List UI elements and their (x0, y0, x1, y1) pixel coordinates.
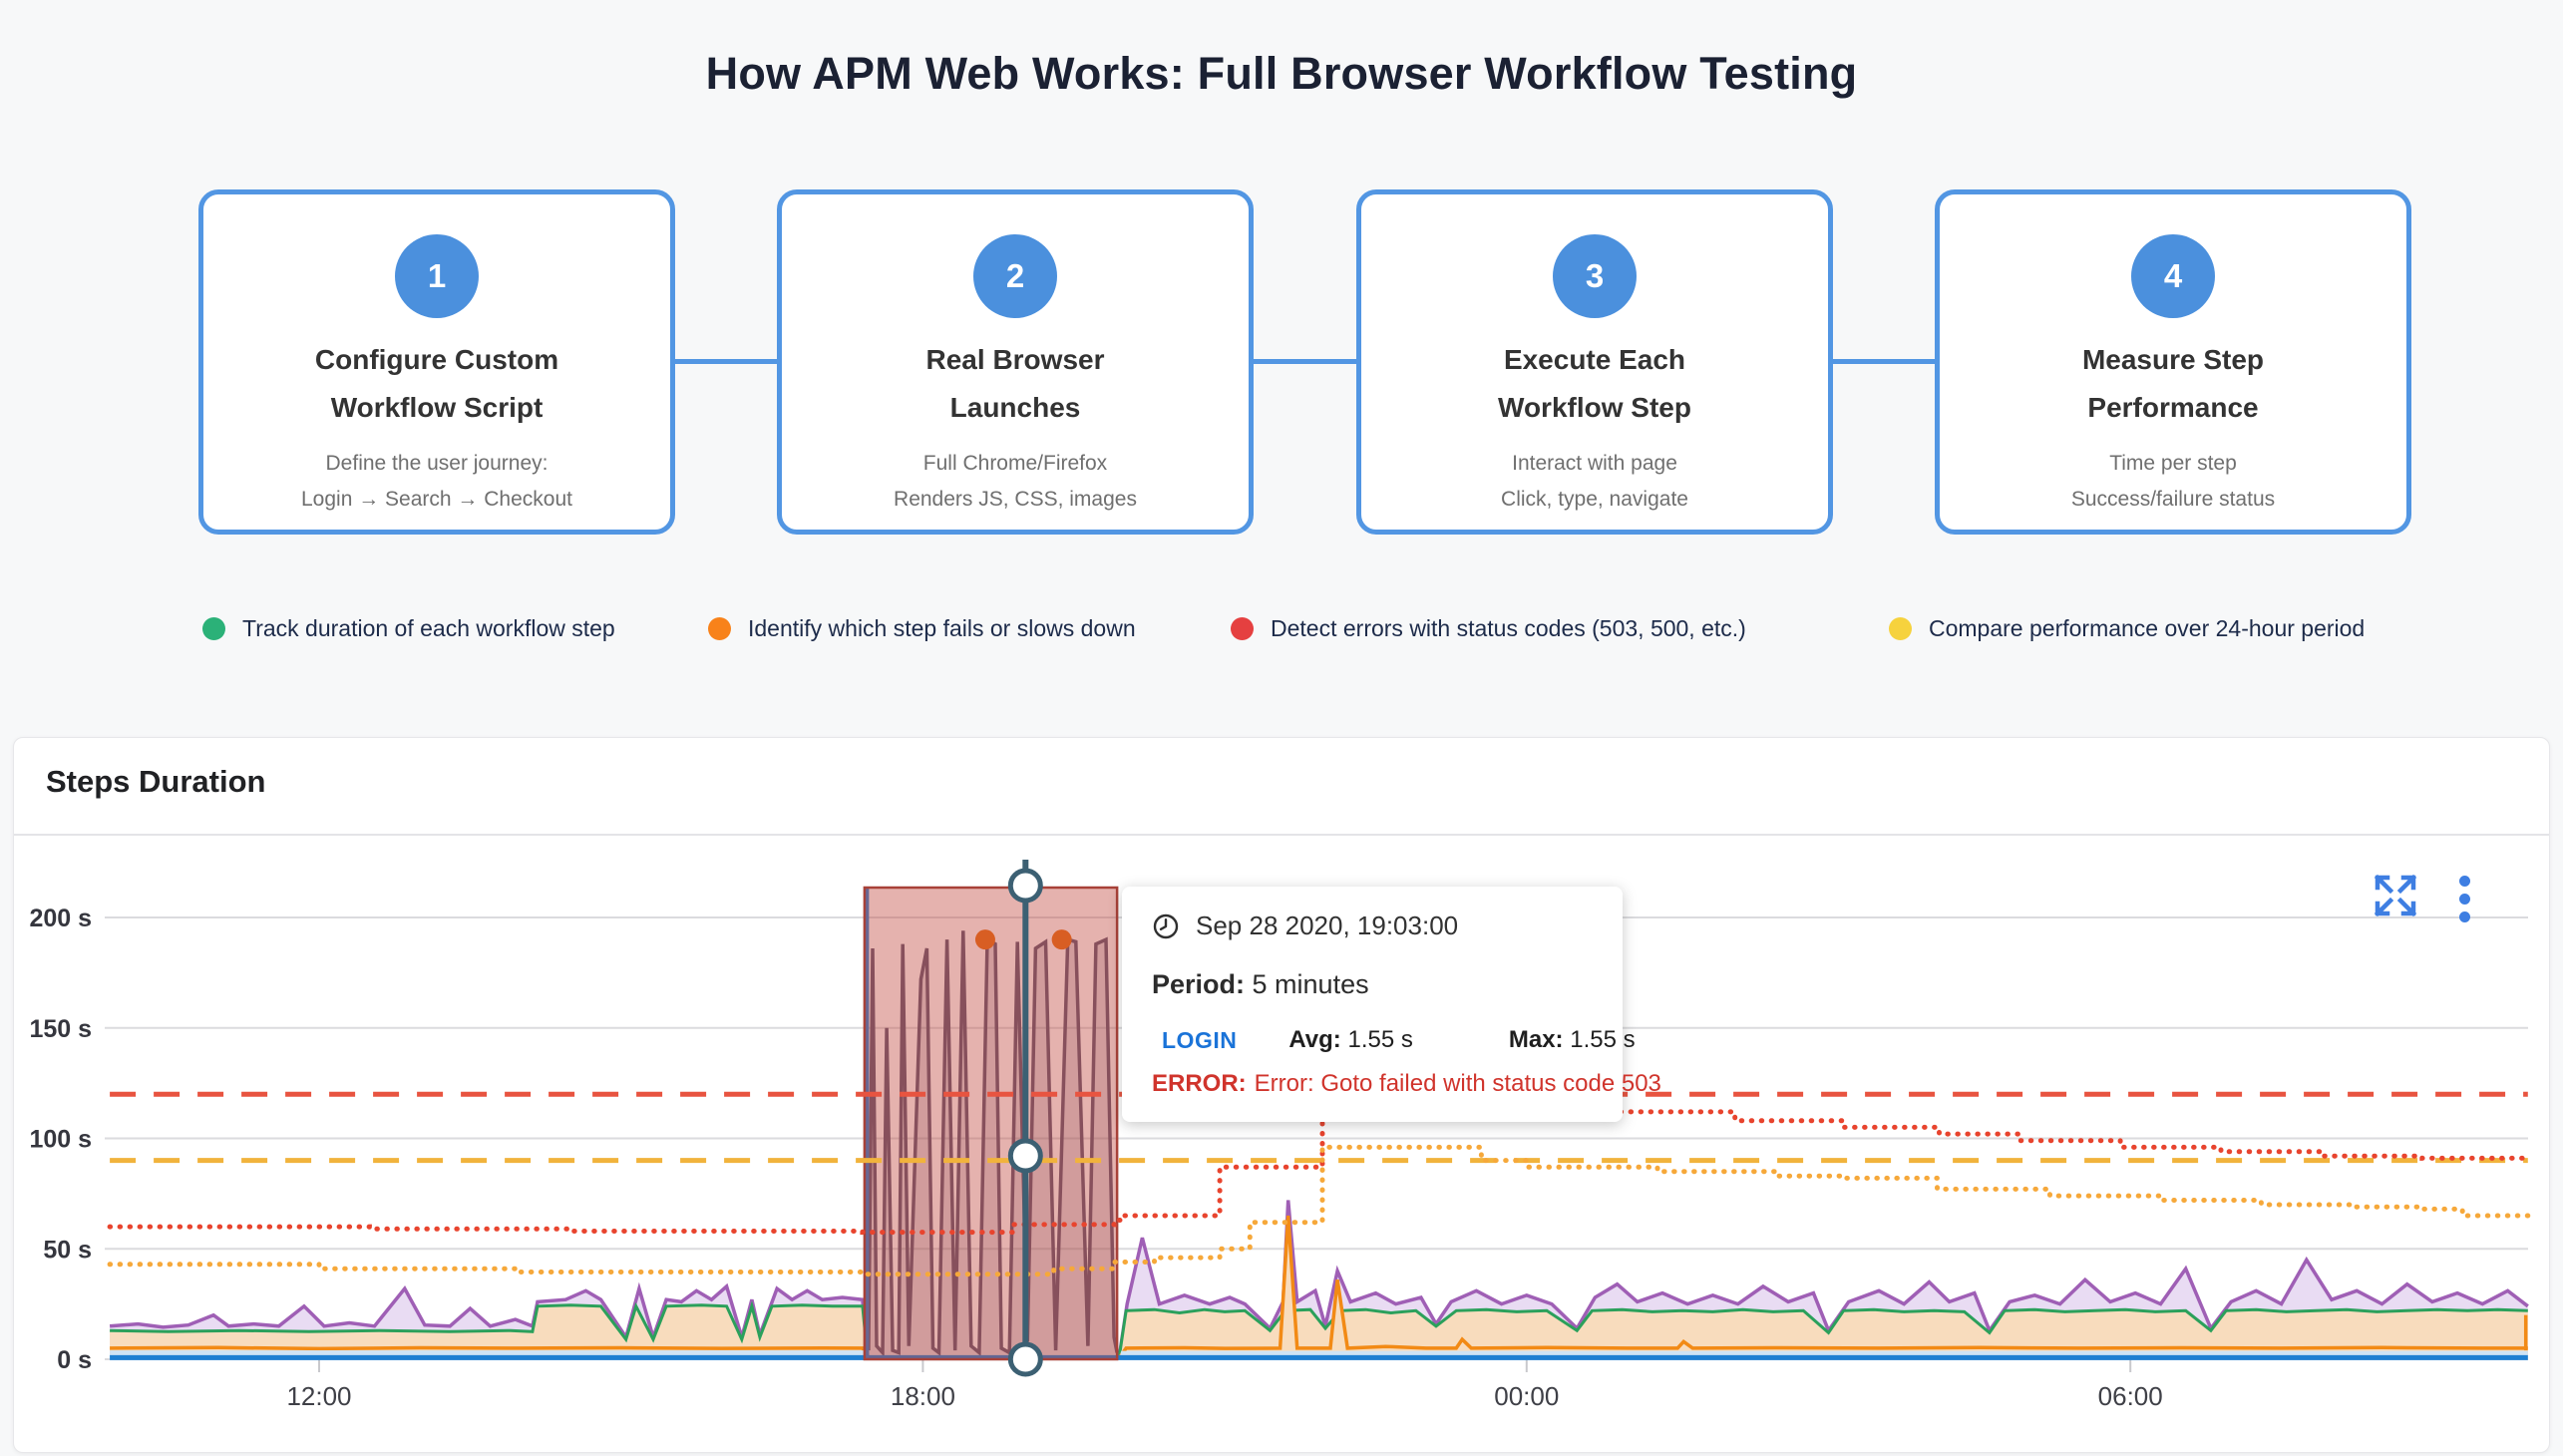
orange-line (110, 1215, 2528, 1360)
incident-spikes (867, 930, 1119, 1357)
clock-icon (1153, 913, 1179, 938)
card-connector (675, 359, 781, 364)
y-axis-label: 200 s (29, 905, 92, 932)
panel-title: Steps Duration (46, 764, 266, 799)
legend-dot-green-icon (202, 616, 225, 640)
green-line (110, 1300, 2528, 1359)
legend-item-detect-errors: Detect errors with status codes (503, 50… (1231, 613, 1746, 643)
tooltip-timestamp: Sep 28 2020, 19:03:00 (1196, 910, 1459, 940)
card-connector (1254, 359, 1360, 364)
incident-selection-region[interactable] (863, 886, 1119, 1361)
page-title: How APM Web Works: Full Browser Workflow… (705, 48, 1858, 99)
step-number-badge: 3 (1553, 234, 1637, 318)
x-axis-label: 12:00 (286, 1381, 351, 1411)
step-number-badge: 1 (395, 234, 479, 318)
red-dotted-compare (107, 1105, 2531, 1236)
tooltip-period-row: Period: 5 minutes (1152, 969, 1369, 999)
purple-line (109, 1200, 2529, 1359)
chart-tooltip: Sep 28 2020, 19:03:00 Period: 5 minutes … (1122, 887, 1661, 1122)
green-line-area (110, 1304, 2528, 1359)
step-description: Define the user journey:Login → Search →… (301, 452, 572, 511)
card-connector (1833, 359, 1939, 364)
legend-dot-red-icon (1231, 616, 1254, 640)
chart-controls (2372, 872, 2474, 926)
error-marker-dot[interactable] (974, 929, 995, 950)
legend-item-track-duration: Track duration of each workflow step (202, 613, 615, 643)
y-axis-label: 0 s (57, 1346, 92, 1374)
y-axis-label: 150 s (29, 1015, 92, 1043)
tooltip-error-row: ERROR:Error: Goto failed with status cod… (1152, 1070, 1661, 1097)
cursor-handle-middle[interactable] (1007, 1138, 1043, 1174)
x-axis-label: 18:00 (891, 1381, 955, 1411)
tooltip-step-name: LOGIN (1162, 1026, 1238, 1053)
kebab-menu-icon[interactable] (2455, 872, 2474, 926)
legend-dot-orange-icon (708, 616, 731, 640)
legend-item-compare-performance: Compare performance over 24-hour period (1889, 613, 2365, 643)
y-axis-label: 50 s (43, 1236, 92, 1264)
y-axis-label: 100 s (29, 1126, 92, 1154)
x-axis-label: 00:00 (1494, 1381, 1559, 1411)
cursor-handle-bottom[interactable] (1007, 1341, 1043, 1377)
step-number-badge: 4 (2131, 234, 2215, 318)
tooltip-stats-row: LOGIN Avg: 1.55 s Max: 1.55 s (1152, 1026, 1636, 1054)
x-axis-label: 06:00 (2098, 1381, 2163, 1411)
step-number-badge: 2 (973, 234, 1057, 318)
tooltip-timestamp-row: Sep 28 2020, 19:03:00 (1152, 910, 1593, 941)
expand-icon[interactable] (2372, 872, 2419, 919)
legend-item-identify-step: Identify which step fails or slows down (708, 613, 1136, 643)
yellow-dotted-compare (107, 1144, 2531, 1277)
tooltip-max: Max: 1.55 s (1508, 1026, 1636, 1053)
panel-header: Steps Duration (14, 738, 2549, 836)
error-marker-dot[interactable] (1051, 929, 1072, 950)
legend-dot-yellow-icon (1889, 616, 1912, 640)
tooltip-avg: Avg: 1.55 s (1288, 1026, 1413, 1053)
cursor-handle-top[interactable] (1007, 868, 1043, 904)
